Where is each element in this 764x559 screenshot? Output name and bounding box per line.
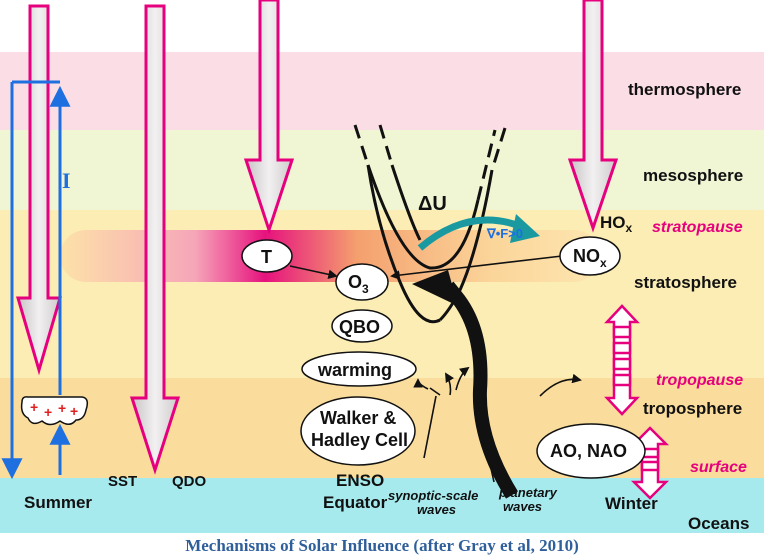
- figure-caption: Mechanisms of Solar Influence (after Gra…: [0, 533, 764, 559]
- stratosphere-label: stratosphere: [634, 273, 737, 292]
- enso-label: ENSO: [336, 471, 384, 490]
- tropopause-ladder: [604, 304, 640, 416]
- winter-label: Winter: [605, 494, 658, 513]
- troposphere-label: troposphere: [643, 399, 742, 418]
- t-node: T: [241, 239, 293, 273]
- qbo-label: QBO: [339, 317, 380, 337]
- sst-label: SST: [108, 473, 137, 490]
- warming-node: warming: [301, 351, 417, 387]
- solar-arrow-t: [243, 0, 295, 235]
- solar-arrow-summer: [16, 4, 62, 376]
- connector-arrows: [289, 255, 582, 483]
- stratopause-label: stratopause: [652, 219, 743, 236]
- hox-label: HOx: [600, 213, 633, 235]
- equator-label: Equator: [323, 493, 388, 512]
- t-label: T: [261, 247, 272, 267]
- mesosphere-label: mesosphere: [643, 166, 743, 185]
- hadley-label: Hadley Cell: [311, 430, 408, 450]
- plus-sign: +: [58, 400, 66, 416]
- planetary-waves-label-1: planetary: [498, 485, 558, 500]
- teal-flux-arrow: [417, 214, 540, 251]
- solar-arrow-nox: [567, 0, 619, 233]
- nox-label: NOx: [573, 246, 607, 270]
- plus-sign: +: [30, 399, 38, 415]
- flux-label: ∇•F>0: [486, 226, 523, 241]
- tropopause-label: tropopause: [656, 372, 743, 389]
- thermosphere-band: [0, 0, 764, 52]
- planetary-wave-arrow: [412, 270, 518, 499]
- ao-nao-node: AO, NAO: [536, 423, 646, 479]
- qdo-label: QDO: [172, 473, 207, 490]
- o3-label: O3: [348, 272, 369, 296]
- surface-label: surface: [690, 459, 747, 476]
- walker-hadley-node: Walker & Hadley Cell: [300, 396, 416, 466]
- irradiance-bracket: [1, 80, 71, 480]
- synoptic-waves-label-2: waves: [417, 502, 456, 517]
- ao-nao-label: AO, NAO: [550, 441, 627, 461]
- irradiance-label: I: [62, 168, 71, 193]
- synoptic-waves-label-1: synoptic-scale: [388, 488, 478, 503]
- plus-sign: +: [44, 404, 52, 420]
- oceans-label: Oceans: [688, 514, 749, 533]
- cloud-icon: + + + +: [20, 396, 89, 426]
- mesosphere-band: [0, 130, 764, 210]
- o3-node: O3: [335, 263, 389, 301]
- summer-label: Summer: [24, 493, 92, 512]
- thermosphere-label: thermosphere: [628, 80, 741, 99]
- delta-u-label: ΔU: [418, 193, 447, 215]
- thermosphere-band-pink: [0, 52, 764, 130]
- solar-arrows: [16, 0, 619, 475]
- nox-node: NOx: [559, 236, 621, 276]
- solar-arrow-sst: [129, 4, 181, 475]
- qbo-node: QBO: [331, 309, 393, 343]
- warming-label: warming: [317, 360, 392, 380]
- walker-label: Walker &: [320, 408, 396, 428]
- ocean-band: [0, 478, 764, 533]
- plus-sign: +: [70, 403, 78, 419]
- planetary-waves-label-2: waves: [503, 499, 542, 514]
